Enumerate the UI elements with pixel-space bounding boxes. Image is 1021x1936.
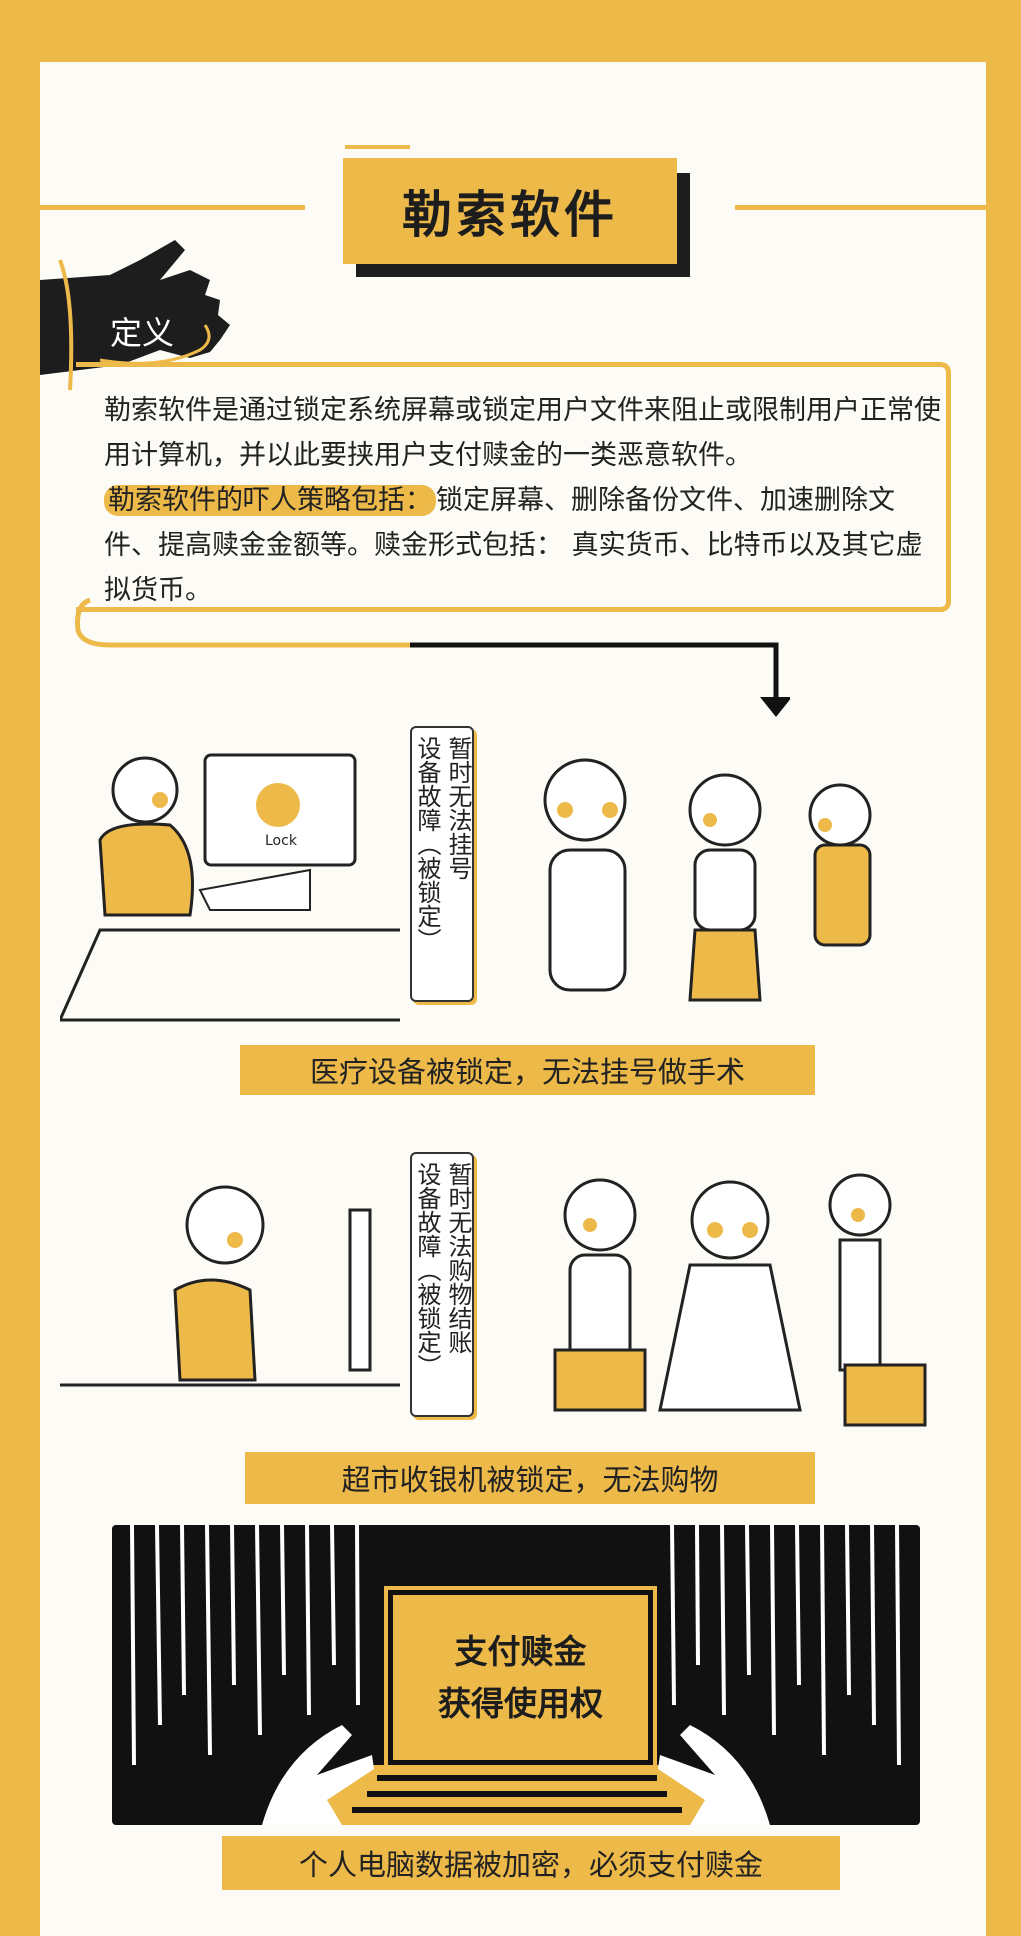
definition-box xyxy=(76,362,951,612)
status-label: 暂时无法挂号 设备故障（被锁定） xyxy=(410,726,474,1002)
curtain-stripes xyxy=(130,1525,901,1825)
scene-caption-pc: 个人电脑数据被加密，必须支付赎金 xyxy=(222,1836,840,1890)
ransom-line-2: 获得使用权 xyxy=(438,1683,603,1723)
waiting-shoppers-illustration xyxy=(553,1173,927,1427)
flow-arrow xyxy=(75,597,790,717)
status-label-line1: 暂时无法挂号 xyxy=(444,736,472,880)
cashier-illustration xyxy=(60,1185,400,1387)
status-label: 暂时无法购物结账 设备故障（被锁定） xyxy=(410,1152,474,1417)
title-accent-line xyxy=(345,145,410,149)
definition-text: 勒索软件是通过锁定系统屏幕或锁定用户文件来阻止或限制用户正常使用计算机，并以此要… xyxy=(104,388,944,613)
title-divider-left xyxy=(40,205,305,210)
definition-label: 定义 xyxy=(110,314,175,352)
scene-caption-medical: 医疗设备被锁定，无法挂号做手术 xyxy=(240,1045,815,1095)
status-label-line2: 设备故障（被锁定） xyxy=(413,1162,441,1378)
ransom-screen: 支付赎金 获得使用权 xyxy=(384,1586,657,1769)
doctor-at-computer-illustration: Lock xyxy=(60,753,400,1022)
monitor-lock-text: Lock xyxy=(265,833,298,849)
title-divider-right xyxy=(735,205,986,210)
status-label-line2: 设备故障（被锁定） xyxy=(413,736,441,952)
waiting-patients-illustration xyxy=(543,758,872,1002)
scene-caption-supermarket: 超市收银机被锁定，无法购物 xyxy=(245,1452,815,1504)
definition-paragraph: 勒索软件是通过锁定系统屏幕或锁定用户文件来阻止或限制用户正常使用计算机，并以此要… xyxy=(104,395,941,471)
page-title: 勒索软件 xyxy=(343,158,677,264)
tactics-text: 锁定屏幕、删除备份文件、加速删除文件、提高赎金金额等。赎金形式包括： 真实货币、… xyxy=(104,485,923,606)
tactics-highlight: 勒索软件的吓人策略包括： xyxy=(104,485,436,516)
status-label-line1: 暂时无法购物结账 xyxy=(444,1162,472,1354)
ransom-line-1: 支付赎金 xyxy=(454,1631,587,1671)
